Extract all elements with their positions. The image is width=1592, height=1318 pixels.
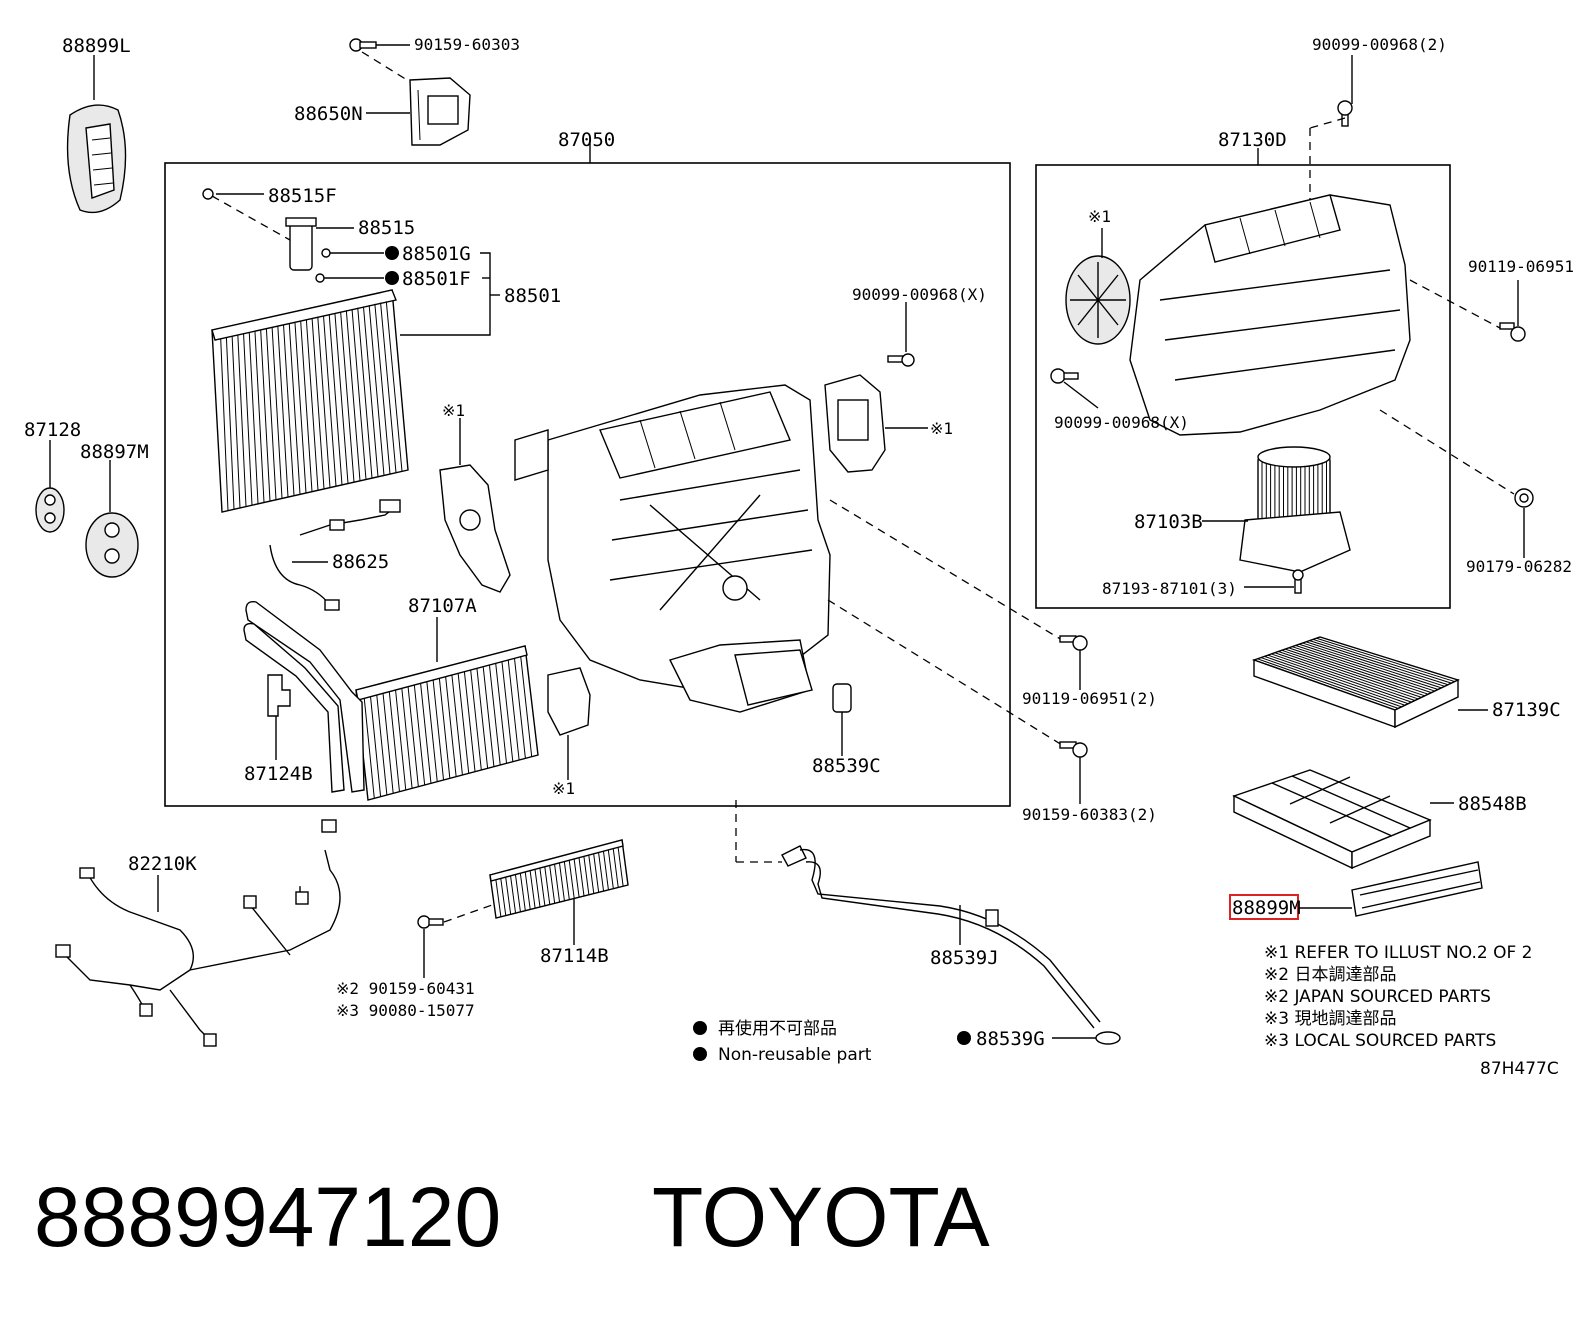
label-ref1-a: ※1 [1088, 207, 1111, 226]
label-87130D: 87130D [1218, 129, 1287, 151]
note-1: ※1 REFER TO ILLUST NO.2 OF 2 [1264, 943, 1532, 963]
label-ref1-d: ※1 [552, 779, 575, 798]
label-88515: 88515 [358, 217, 415, 239]
bolt-90159-60383-2[interactable] [1059, 741, 1088, 758]
screw-88515F[interactable] [202, 188, 291, 241]
label-87128: 87128 [24, 419, 81, 441]
non-reusable-marker-88539G [957, 1031, 971, 1045]
legend-jp: 再使用不可部品 [718, 1018, 837, 1039]
label-88501: 88501 [504, 285, 561, 307]
note-3: ※2 JAPAN SOURCED PARTS [1264, 987, 1491, 1007]
note-4: ※3 現地調達部品 [1264, 1009, 1396, 1029]
grommet-90179-06282[interactable] [1514, 488, 1534, 508]
label-87050: 87050 [558, 129, 615, 151]
pad-88899L[interactable] [66, 104, 127, 214]
label-88501G: 88501G [402, 243, 471, 265]
label-88548B: 88548B [1458, 793, 1527, 815]
label-90119-06951: 90119-06951 [1468, 257, 1574, 276]
note-5: ※3 LOCAL SOURCED PARTS [1264, 1031, 1496, 1051]
bracket-88650N[interactable] [409, 77, 471, 146]
label-88899M: 88899M [1232, 897, 1301, 919]
screw-87193-87101[interactable] [1292, 569, 1304, 594]
label-90159-60383-2: 90159-60383(2) [1022, 805, 1157, 824]
bolt-90119-06951-2[interactable] [1059, 635, 1088, 651]
label-ref1-c: ※1 [930, 419, 953, 438]
label-88625: 88625 [332, 551, 389, 573]
label-90080-15077: ※3 90080-15077 [336, 1001, 475, 1020]
caption-brand: TOYOTA [652, 1170, 990, 1264]
sensor-88625[interactable] [269, 499, 401, 611]
label-87124B: 87124B [244, 763, 313, 785]
label-88539G: 88539G [976, 1028, 1045, 1050]
label-88650N: 88650N [294, 103, 363, 125]
legend-marker-jp [693, 1021, 707, 1035]
label-88897M: 88897M [80, 441, 149, 463]
drain-hose-88539J[interactable] [781, 845, 1101, 1029]
assembly-frame-87050 [164, 162, 1011, 807]
caption-part-number: 8889947120 [34, 1170, 501, 1264]
heater-core-87107A[interactable] [243, 600, 539, 801]
illustration-code: 87H477C [1480, 1059, 1559, 1079]
label-88515F: 88515F [268, 185, 337, 207]
label-90099-00968-2: 90099-00968(2) [1312, 35, 1447, 54]
label-87114B: 87114B [540, 945, 609, 967]
label-90159-60431: ※2 90159-60431 [336, 979, 475, 998]
damper-servo-c[interactable] [547, 667, 591, 736]
label-87107A: 87107A [408, 595, 477, 617]
blower-case-87130D[interactable] [1129, 194, 1411, 436]
plate-88899M[interactable] [1351, 861, 1483, 917]
non-reusable-marker-88501F [385, 271, 399, 285]
label-87193-87101-3: 87193-87101(3) [1102, 579, 1237, 598]
o-ring-88501G[interactable] [321, 248, 331, 258]
label-88899L: 88899L [62, 35, 131, 57]
label-88539C: 88539C [812, 755, 881, 777]
blower-motor-87103B[interactable] [1239, 446, 1351, 573]
plug-87128[interactable] [35, 487, 65, 533]
clip-87124B[interactable] [267, 674, 291, 717]
label-88539J: 88539J [930, 947, 999, 969]
damper-servo-d[interactable] [1065, 255, 1131, 345]
label-90099-00968-x-b: 90099-00968(X) [1054, 413, 1189, 432]
label-90179-06282: 90179-06282 [1466, 557, 1572, 576]
valve-88515[interactable] [285, 217, 317, 271]
label-90159-60303: 90159-60303 [414, 35, 520, 54]
screw-90159-60431[interactable] [417, 915, 444, 929]
part-88539C[interactable] [832, 683, 852, 713]
label-88501F: 88501F [402, 268, 471, 290]
hvac-case-87050[interactable] [514, 384, 831, 713]
label-82210K: 82210K [128, 853, 197, 875]
bolt-90099-00968-x-a[interactable] [887, 353, 915, 367]
bolt-90099-00968-x-b[interactable] [1050, 368, 1079, 384]
label-87139C: 87139C [1492, 699, 1561, 721]
filter-case-88548B[interactable] [1232, 769, 1432, 870]
damper-servo-b[interactable] [824, 374, 886, 473]
legend-marker-en [693, 1047, 707, 1061]
label-87103B: 87103B [1134, 511, 1203, 533]
highlight-88899M [1229, 894, 1299, 920]
bolt-90159-60303[interactable] [349, 38, 377, 52]
screen-87114B[interactable] [489, 839, 629, 919]
wire-harness-82210K[interactable] [55, 819, 341, 1047]
non-reusable-marker-88501G [385, 246, 399, 260]
bolt-90119-06951[interactable] [1499, 322, 1526, 342]
o-ring-88501F[interactable] [315, 273, 325, 283]
clamp-88539G[interactable] [1095, 1031, 1121, 1045]
legend-en: Non-reusable part [718, 1045, 872, 1065]
label-ref1-b: ※1 [442, 401, 465, 420]
assembly-frame-87130D [1035, 164, 1451, 609]
plug-88897M[interactable] [85, 512, 139, 578]
damper-servo-a[interactable] [439, 464, 511, 593]
evaporator-88501[interactable] [211, 289, 409, 513]
label-90119-06951-2: 90119-06951(2) [1022, 689, 1157, 708]
note-2: ※2 日本調達部品 [1264, 965, 1396, 985]
label-90099-00968-x-a: 90099-00968(X) [852, 285, 987, 304]
bolt-90099-00968-2[interactable] [1337, 100, 1353, 127]
cabin-filter-87139C[interactable] [1251, 636, 1460, 729]
